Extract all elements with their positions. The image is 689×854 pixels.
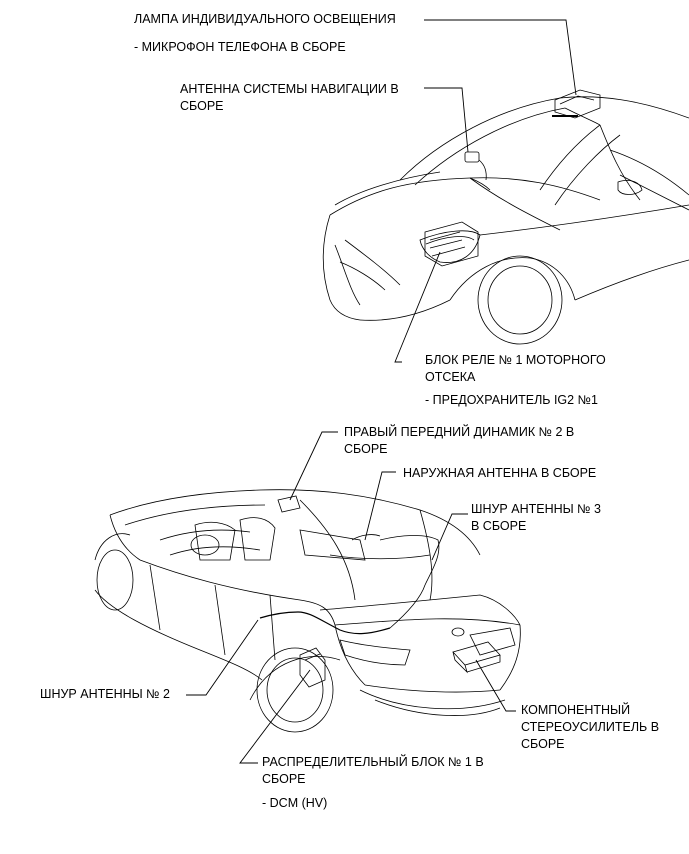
label-front-speaker: ПРАВЫЙ ПЕРЕДНИЙ ДИНАМИК № 2 В СБОРЕ — [344, 425, 575, 456]
label-relay-block: БЛОК РЕЛЕ № 1 МОТОРНОГО ОТСЕКА — [425, 353, 606, 384]
leader-lines — [186, 19, 577, 764]
rear-car-drawing — [94, 489, 521, 733]
label-cord3: ШНУР АНТЕННЫ № 3 В СБОРЕ — [471, 502, 601, 533]
label-ext-antenna: НАРУЖНАЯ АНТЕННА В СБОРЕ — [403, 466, 597, 480]
front-car-drawing — [322, 89, 689, 345]
label-fuse: - ПРЕДОХРАНИТЕЛЬ IG2 №1 — [425, 393, 598, 407]
label-dcm: - DCM (HV) — [262, 796, 328, 810]
label-nav-antenna: АНТЕННА СИСТЕМЫ НАВИГАЦИИ В СБОРЕ — [180, 82, 399, 113]
label-lamp: ЛАМПА ИНДИВИДУАЛЬНОГО ОСВЕЩЕНИЯ — [134, 12, 396, 26]
label-amplifier: КОМПОНЕНТНЫЙ СТЕРЕОУСИЛИТЕЛЬ В СБОРЕ — [521, 703, 660, 751]
label-junction-block: РАСПРЕДЕЛИТЕЛЬНЫЙ БЛОК № 1 В СБОРЕ — [262, 755, 484, 786]
label-cord2: ШНУР АНТЕННЫ № 2 — [40, 687, 170, 701]
label-mic: - МИКРОФОН ТЕЛЕФОНА В СБОРЕ — [134, 40, 346, 54]
